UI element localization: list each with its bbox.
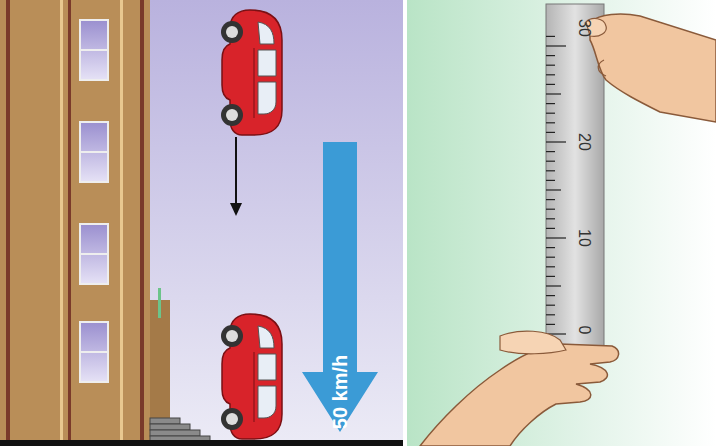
sky (0, 0, 403, 446)
hand-top (586, 14, 716, 122)
stairs (150, 418, 210, 442)
background (407, 0, 716, 446)
ruler-ticks (546, 36, 566, 334)
speed-label: 50 km/h (330, 355, 350, 429)
hand-bottom (420, 331, 619, 446)
ruler-number: 20 (576, 133, 592, 151)
ruler-number: 30 (576, 19, 592, 37)
building (0, 0, 150, 440)
ruler-number: 10 (576, 229, 592, 247)
speed-arrow (302, 142, 378, 432)
ruler-number: 0 (576, 326, 592, 335)
windows (80, 20, 108, 382)
ground (0, 440, 403, 446)
velocity-arrow (235, 137, 237, 205)
